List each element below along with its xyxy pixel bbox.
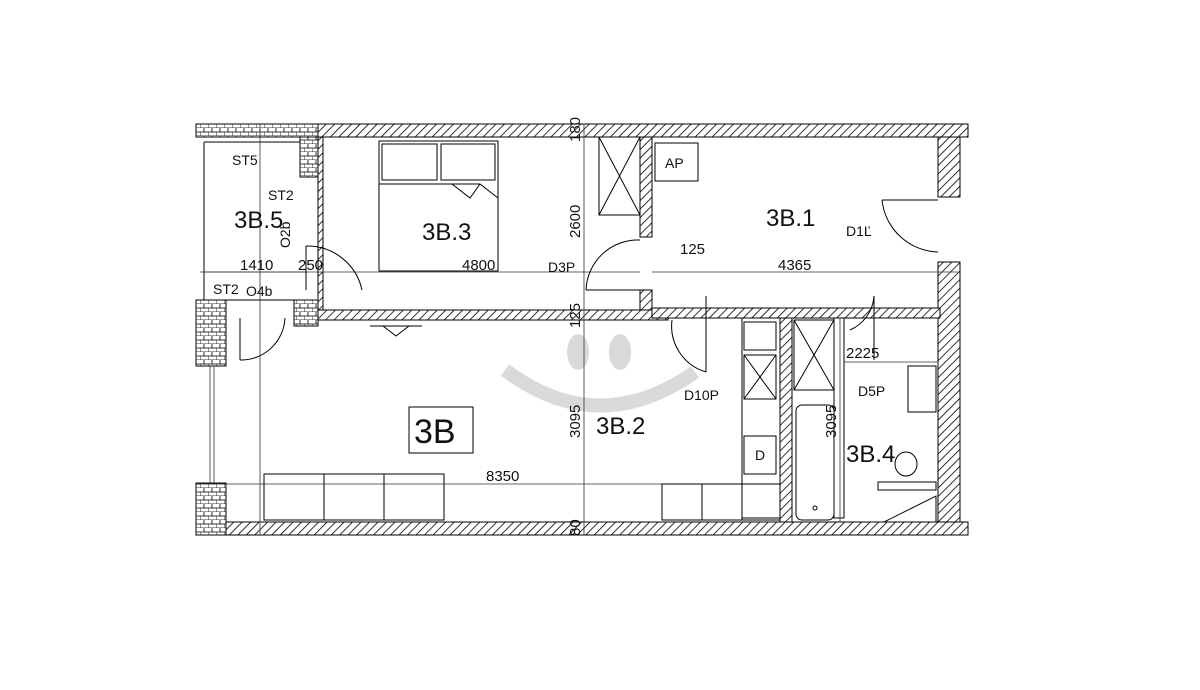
sofa [263,473,445,521]
code-st2-top: ST2 [268,187,294,203]
dim-2600: 2600 [567,205,584,238]
code-o4b: O4b [246,283,273,299]
interior-walls [317,136,941,523]
dim-4365: 4365 [778,257,811,274]
code-ap: AP [665,155,684,171]
code-st5: ST5 [232,152,258,168]
dim-3095-living: 3095 [567,405,584,438]
code-d10p: D10P [684,387,719,403]
element-codes: AP ST5 ST2 ST2 O2b O4b D3P D1Ľ D10P D5P … [213,152,885,463]
code-d5p: D5P [858,383,885,399]
room-labels: 3B.1 3B.2 3B.3 3B.4 3B.5 3B [234,205,895,468]
dim-250: 250 [298,257,323,274]
kitchen-counter [661,317,781,521]
wardrobe [598,136,641,216]
code-st2-bottom: ST2 [213,281,239,297]
dim-4800: 4800 [462,257,495,274]
code-d-box: D [755,447,765,463]
code-o2b: O2b [277,221,293,248]
dimension-labels: 1410 250 4800 4365 8350 125 2225 2600 30… [240,117,879,536]
dim-3095-bath: 3095 [823,405,840,438]
dim-8350: 8350 [486,468,519,485]
dim-125-horizontal: 125 [680,241,705,258]
bathroom-fixtures [793,319,937,523]
room-label-3b5: 3B.5 [234,207,283,234]
dim-80: 80 [567,519,584,536]
unit-label: 3B [414,413,456,451]
outer-walls [195,123,969,536]
dim-180: 180 [567,117,584,142]
bed [378,140,499,272]
code-d1l: D1Ľ [846,223,872,239]
dim-1410: 1410 [240,257,273,274]
dim-125-vertical: 125 [567,303,584,328]
room-label-3b1: 3B.1 [766,205,815,232]
unit-label-box [408,406,474,454]
room-label-3b2: 3B.2 [596,413,645,440]
room-label-3b3: 3B.3 [422,219,471,246]
dim-2225: 2225 [846,345,879,362]
watermark-smiley [500,334,700,413]
code-d3p: D3P [548,259,575,275]
room-label-3b4: 3B.4 [846,441,895,468]
dimension-lines [204,124,960,535]
door-swings [239,199,939,373]
